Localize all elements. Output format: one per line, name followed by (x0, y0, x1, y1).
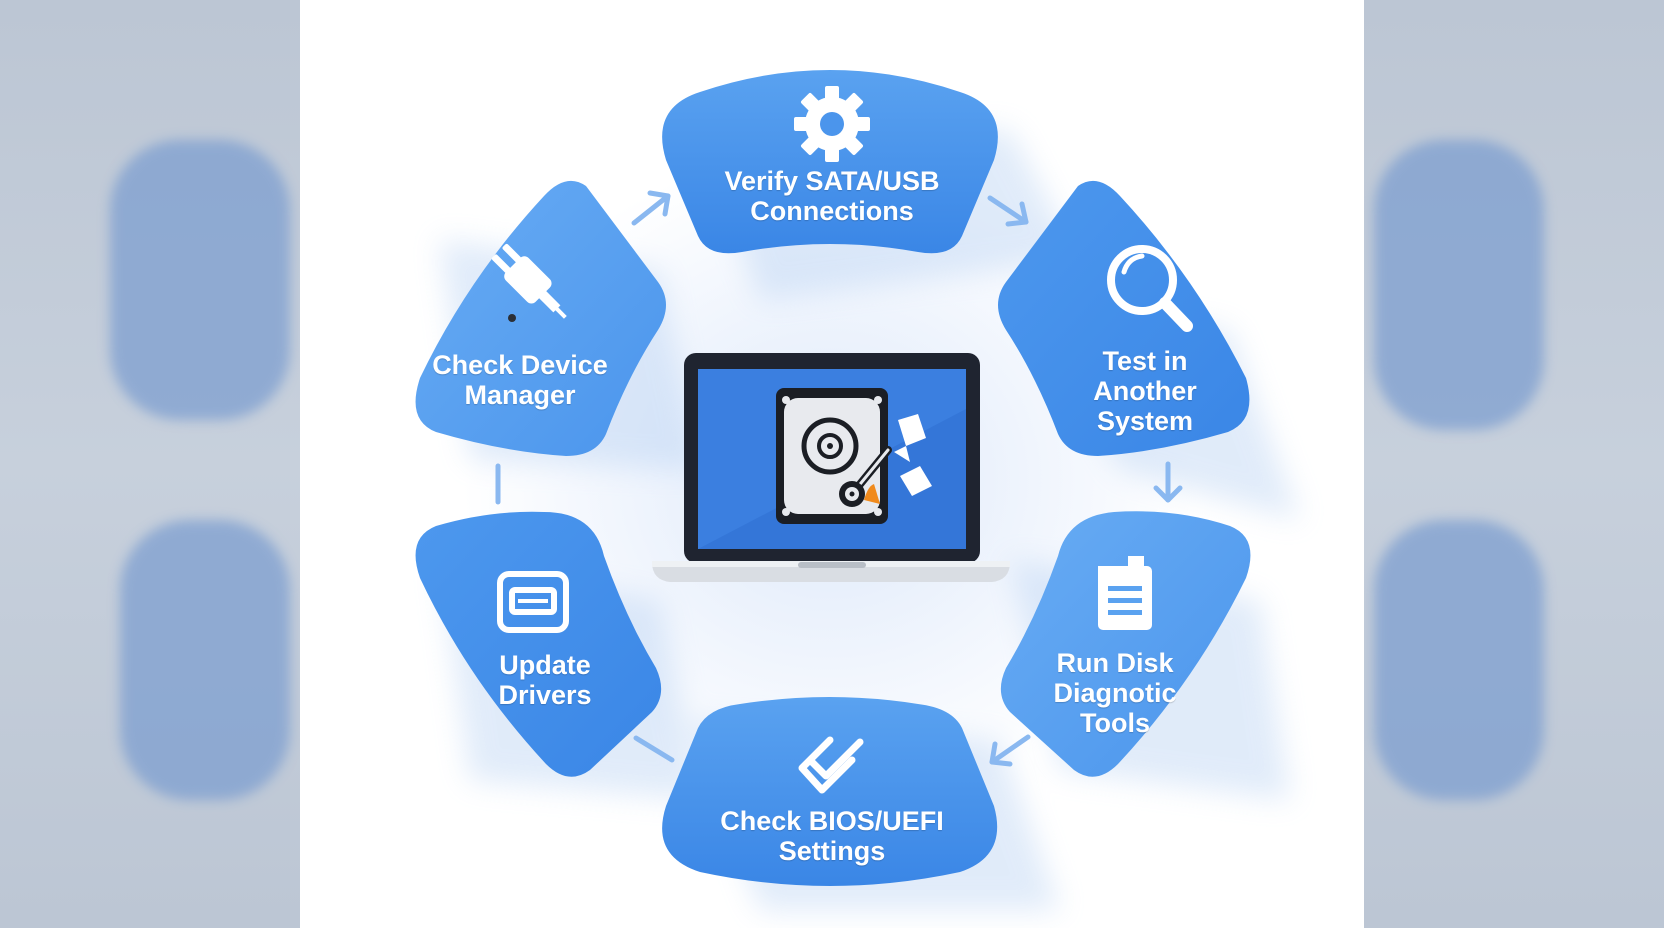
step-label-check-device-manager: Check Device Manager (432, 350, 608, 410)
arrow-1 (631, 190, 671, 226)
magnifier-icon (1107, 245, 1193, 332)
step-label-test-another-system: Test in Another System (1093, 346, 1197, 436)
connector-arrows (495, 190, 1183, 767)
step-node-test-another-system[interactable] (998, 180, 1250, 456)
step-node-check-bios-uefi[interactable] (662, 697, 998, 886)
ghost-node (110, 140, 290, 420)
step-node-update-drivers[interactable] (415, 511, 662, 777)
ghost-node (120, 520, 290, 800)
step-label-update-drivers: Update Drivers (498, 650, 592, 710)
laptop-hard-drive-icon (652, 353, 1010, 582)
step-label-run-disk-diagnostic: Run Disk Diagnotic Tools (1053, 648, 1177, 738)
step-node-check-device-manager[interactable] (415, 180, 666, 456)
arrow-4 (989, 734, 1031, 767)
arrow-3 (1153, 461, 1183, 503)
ghost-node (1374, 140, 1544, 430)
right-blurred-panel (1364, 0, 1664, 928)
hard-drive-icon (776, 388, 892, 524)
ghost-node (1374, 520, 1544, 800)
window-icon (497, 571, 569, 633)
step-node-run-disk-diagnostic[interactable] (1000, 511, 1251, 777)
left-blurred-panel (0, 0, 300, 928)
gear-icon (794, 86, 870, 162)
checkmark-icon (798, 736, 864, 794)
broken-shards-icon (894, 414, 932, 496)
plug-icon (491, 243, 567, 322)
arrow-2 (987, 195, 1029, 227)
step-label-verify-connections: Verify SATA/USB Connections (724, 166, 940, 226)
step-label-check-bios-uefi: Check BIOS/UEFI Settings (720, 806, 944, 866)
document-icon (1098, 556, 1152, 630)
arrow-5 (633, 735, 675, 763)
